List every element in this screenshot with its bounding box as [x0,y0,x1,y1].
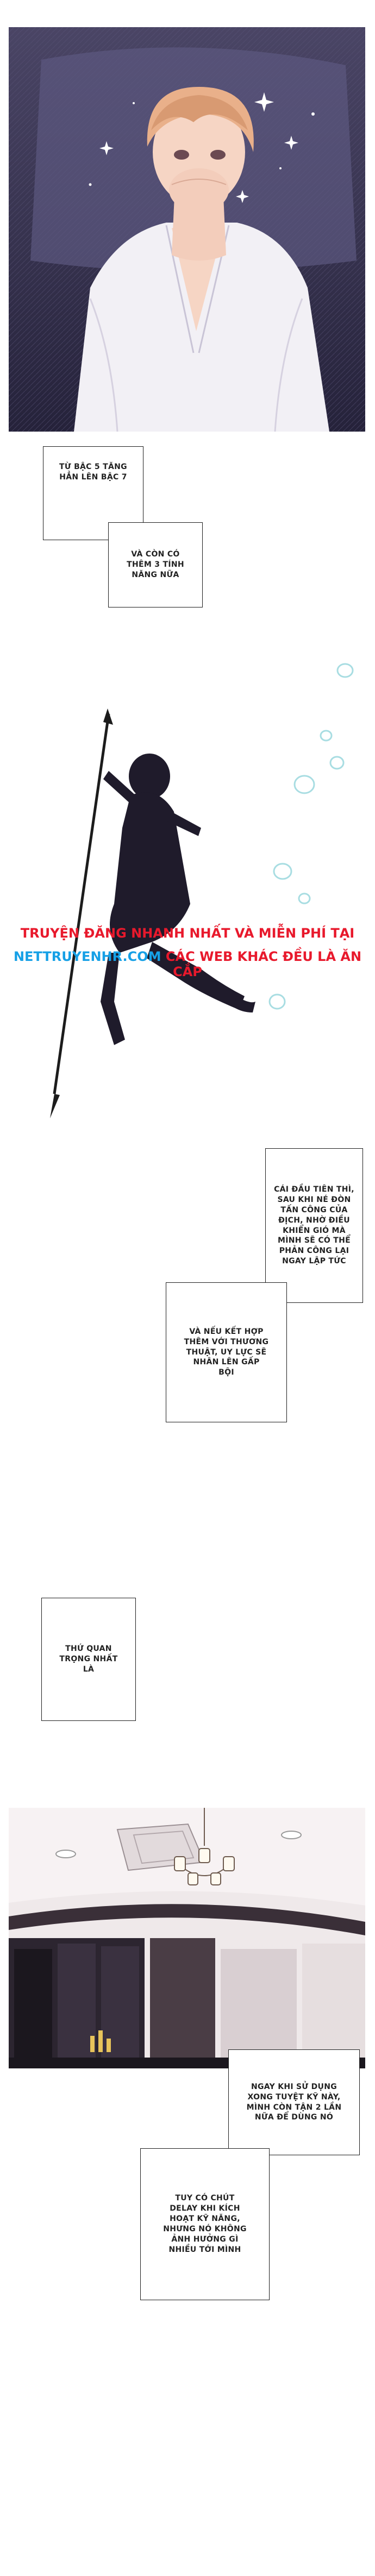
watermark-line-1: TRUYỆN ĐĂNG NHANH NHẤT VÀ MIỄN PHÍ TẠI [20,926,355,941]
caption-box-6: NGAY KHI SỬ DỤNG XONG TUYỆT KỸ NÀY, MÌNH… [228,2049,360,2155]
caption-box-3: CÁI ĐẦU TIÊN THÌ, SAU KHI NÉ ĐÒN TẤN CÔN… [265,1148,363,1303]
panel-bed-scene [9,27,365,432]
chandelier-icon [174,1808,235,1885]
watermark-site: NETTRUYENHR.COM [13,949,161,964]
caption-text: NGAY KHI SỬ DỤNG XONG TUYỆT KỸ NÀY, MÌNH… [246,2082,342,2122]
caption-box-2: VÀ CÒN CÓ THÊM 3 TÍNH NĂNG NỮA [108,522,203,607]
caption-text: VÀ CÒN CÓ THÊM 3 TÍNH NĂNG NỮA [127,550,184,579]
caption-text: TỪ BẬC 5 TĂNG HẲN LÊN BẬC 7 [59,463,127,482]
bed-scene-illustration [9,27,365,432]
caption-box-5: THỨ QUAN TRỌNG NHẤT LÀ [41,1598,136,1721]
caption-text: VÀ NẾU KẾT HỢP THÊM VỚI THƯƠNG THUẬT, UY… [184,1327,269,1377]
caption-text: THỨ QUAN TRỌNG NHẤT LÀ [59,1644,118,1674]
caption-text: TUY CÓ CHÚT DELAY KHI KÍCH HOẠT KỸ NĂNG,… [163,2194,247,2254]
silhouette-illustration [50,663,354,1118]
watermark-tail: CÁC WEB KHÁC ĐỀU LÀ ĂN CẮP [161,949,362,979]
caption-text: CÁI ĐẦU TIÊN THÌ, SAU KHI NÉ ĐÒN TẤN CÔN… [274,1185,354,1266]
caption-box-7: TUY CÓ CHÚT DELAY KHI KÍCH HOẠT KỸ NĂNG,… [140,2148,270,2300]
panel-silhouette-spear [22,649,370,1126]
sparkle-icons [89,92,315,203]
panel-room-interior [9,1808,365,2068]
room-illustration [9,1808,365,2068]
watermark-line-2: NETTRUYENHR.COM CÁC WEB KHÁC ĐỀU LÀ ĂN C… [0,949,375,979]
caption-box-4: VÀ NẾU KẾT HỢP THÊM VỚI THƯƠNG THUẬT, UY… [166,1282,287,1422]
bubble-icons [268,663,354,1010]
